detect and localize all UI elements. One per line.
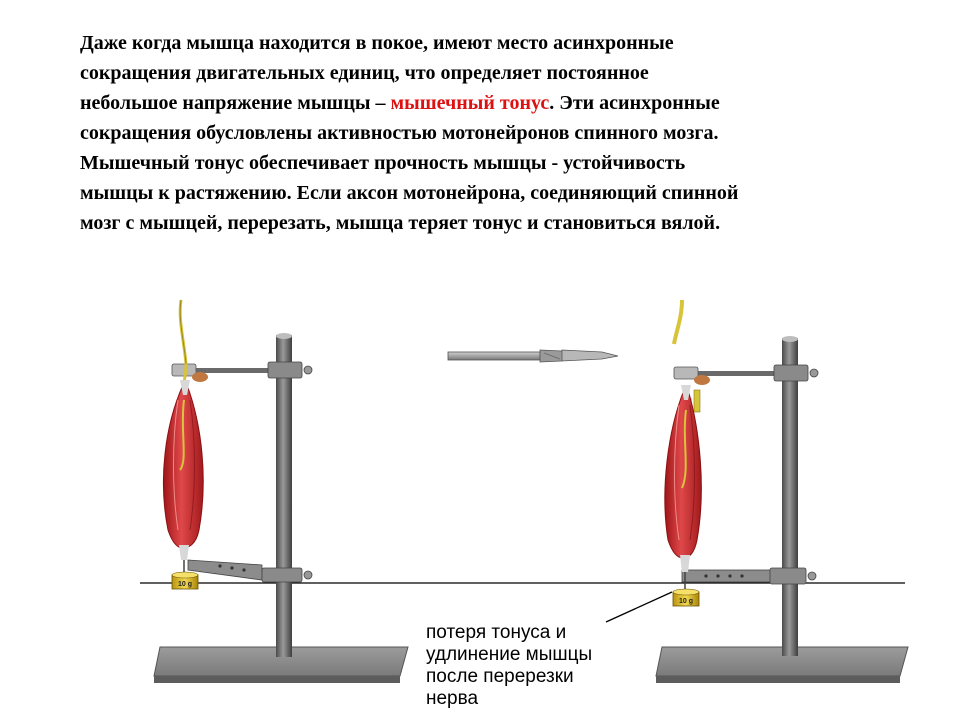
caption-line: удлинение мышцы (426, 644, 593, 665)
callout-caption: потеря тонуса и удлинение мышцы после пе… (426, 622, 686, 710)
left-weight-label: 10 g (178, 581, 192, 588)
paragraph-text: небольшое напряжение мышцы – (80, 92, 391, 114)
scalpel (447, 349, 619, 363)
left-stand (153, 333, 409, 683)
right-stand-pole (782, 338, 798, 656)
muscle-tone-term: мышечный тонус (390, 92, 550, 114)
paragraph-line: сокращения обусловлены активностью мотон… (80, 122, 719, 144)
left-lever-bar (187, 559, 263, 581)
right-muscle (664, 385, 702, 572)
paragraph-line: сокращения двигательных единиц, что опре… (80, 62, 649, 84)
right-weight-label: 10 g (679, 598, 693, 605)
paragraph-line: Даже когда мышца находится в покое, имею… (80, 32, 674, 54)
paragraph-line: мозг с мышцей, перерезать, мышца теряет … (80, 212, 721, 234)
description-paragraph: Даже когда мышца находится в покое, имею… (80, 28, 880, 238)
caption-line: после перерезки (426, 666, 574, 687)
paragraph-line: Мышечный тонус обеспечивает прочность мы… (80, 152, 686, 174)
paragraph-line: мышцы к растяжению. Если аксон мотонейро… (80, 182, 739, 204)
caption-pointer-line (605, 591, 673, 623)
left-muscle (162, 380, 204, 560)
left-weight: 10 g (171, 571, 199, 590)
paragraph-line: небольшое напряжение мышцы – мышечный то… (80, 88, 880, 118)
right-nerve-upper-stump (672, 299, 684, 345)
right-weight: 10 g (672, 588, 700, 607)
left-stand-pole (276, 335, 292, 657)
right-stand (655, 336, 909, 683)
left-upper-clamp-arm (186, 368, 286, 373)
right-upper-clamp-arm (688, 371, 792, 376)
caption-line: нерва (426, 688, 479, 709)
paragraph-text: . Эти асинхронные (549, 92, 720, 114)
caption-line: потеря тонуса и (426, 622, 567, 643)
